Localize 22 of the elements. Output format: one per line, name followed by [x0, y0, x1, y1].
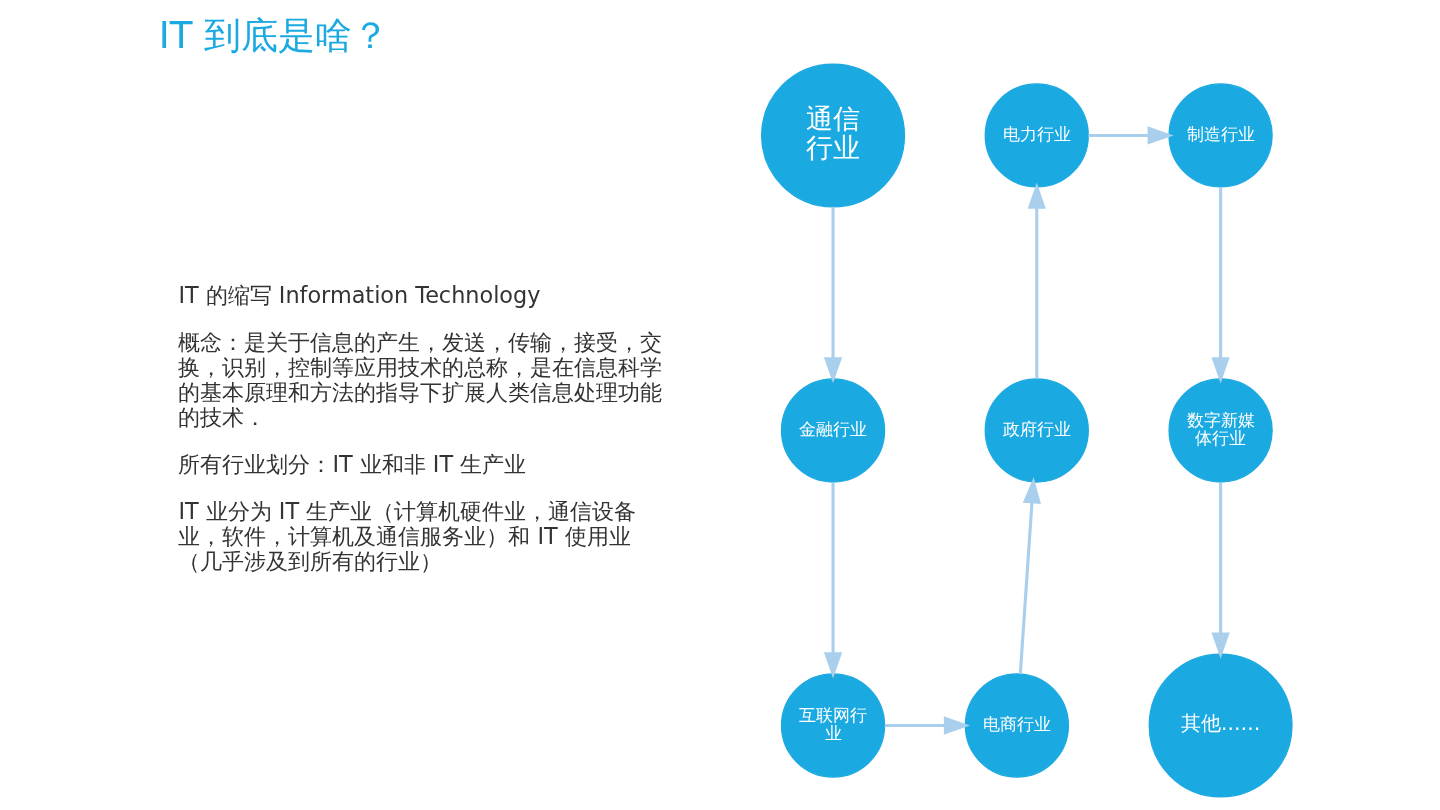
arrow	[1027, 182, 1046, 379]
node-circle: 互联网行业	[780, 673, 886, 778]
arrow	[1018, 477, 1041, 674]
label: 概念：是关于信息的产生，发送，传输，接受，交换，识别，控制等应用技术的总称，是在信息科学的基本原理和方法的指导下扩展人类信息处理功能的技术．	[178, 329, 663, 430]
arrow	[1088, 126, 1174, 145]
arrow	[1211, 482, 1230, 659]
arrow	[1211, 187, 1230, 384]
arrow	[823, 207, 843, 384]
label: IT 业分为 IT 生产业（计算机硬件业，通信设备业，软件，计算机及通信服务业）和 IT 使用业（几乎涉及到所有的行业）	[178, 498, 637, 574]
label: IT 的缩写 Information Technology	[178, 282, 541, 309]
node-circle: 金融行业	[780, 378, 886, 483]
arrow	[884, 716, 970, 735]
node-circle: 制造行业	[1168, 83, 1273, 188]
diagram-title: IT 到底是啥？	[158, 12, 390, 57]
node-circle: 电商行业	[964, 673, 1070, 778]
node-circle: 政府行业	[984, 378, 1089, 483]
node-circle: 数字新媒体行业	[1168, 378, 1273, 483]
arrow	[823, 482, 843, 679]
node-circle: 电力行业	[984, 83, 1089, 188]
node-circle: 通信行业	[761, 63, 906, 208]
label: 所有行业划分：IT 业和非 IT 生产业	[178, 450, 527, 477]
node-circle: 其他……	[1148, 653, 1293, 798]
